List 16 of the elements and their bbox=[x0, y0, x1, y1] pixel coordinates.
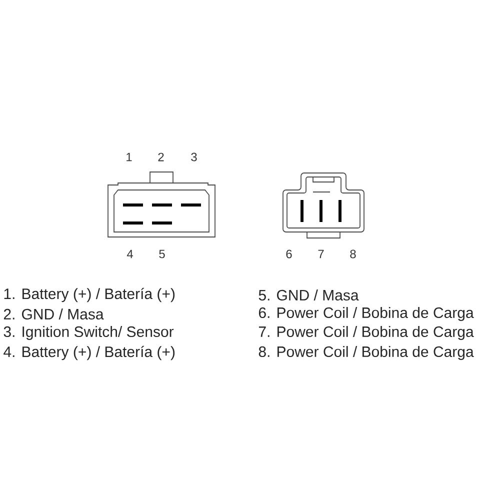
legend-text: 6. Power Coil / Bobina de Carga bbox=[258, 307, 474, 321]
legend-text: 1. Battery (+) / Batería (+) bbox=[4, 288, 175, 302]
pin-number: 2 bbox=[158, 152, 164, 162]
legend-text: 7. Power Coil / Bobina de Carga bbox=[258, 326, 474, 340]
legend-text: 3. Ignition Switch/ Sensor bbox=[4, 326, 174, 340]
pin-number: 6 bbox=[286, 250, 292, 258]
legend-text: 8. Power Coil / Bobina de Carga bbox=[258, 346, 474, 360]
pin-number: 4 bbox=[126, 250, 133, 258]
pin-number: 8 bbox=[350, 250, 356, 258]
pin-number: 7 bbox=[318, 250, 324, 258]
legend-text: 5. GND / Masa bbox=[258, 290, 359, 300]
legend-text: 2. GND / Masa bbox=[4, 308, 104, 320]
pin-number: 1 bbox=[126, 152, 132, 162]
pin-number: 5 bbox=[159, 250, 165, 258]
legend-text: 4. Battery (+) / Batería (+) bbox=[4, 346, 175, 360]
pin-number: 3 bbox=[191, 152, 197, 162]
